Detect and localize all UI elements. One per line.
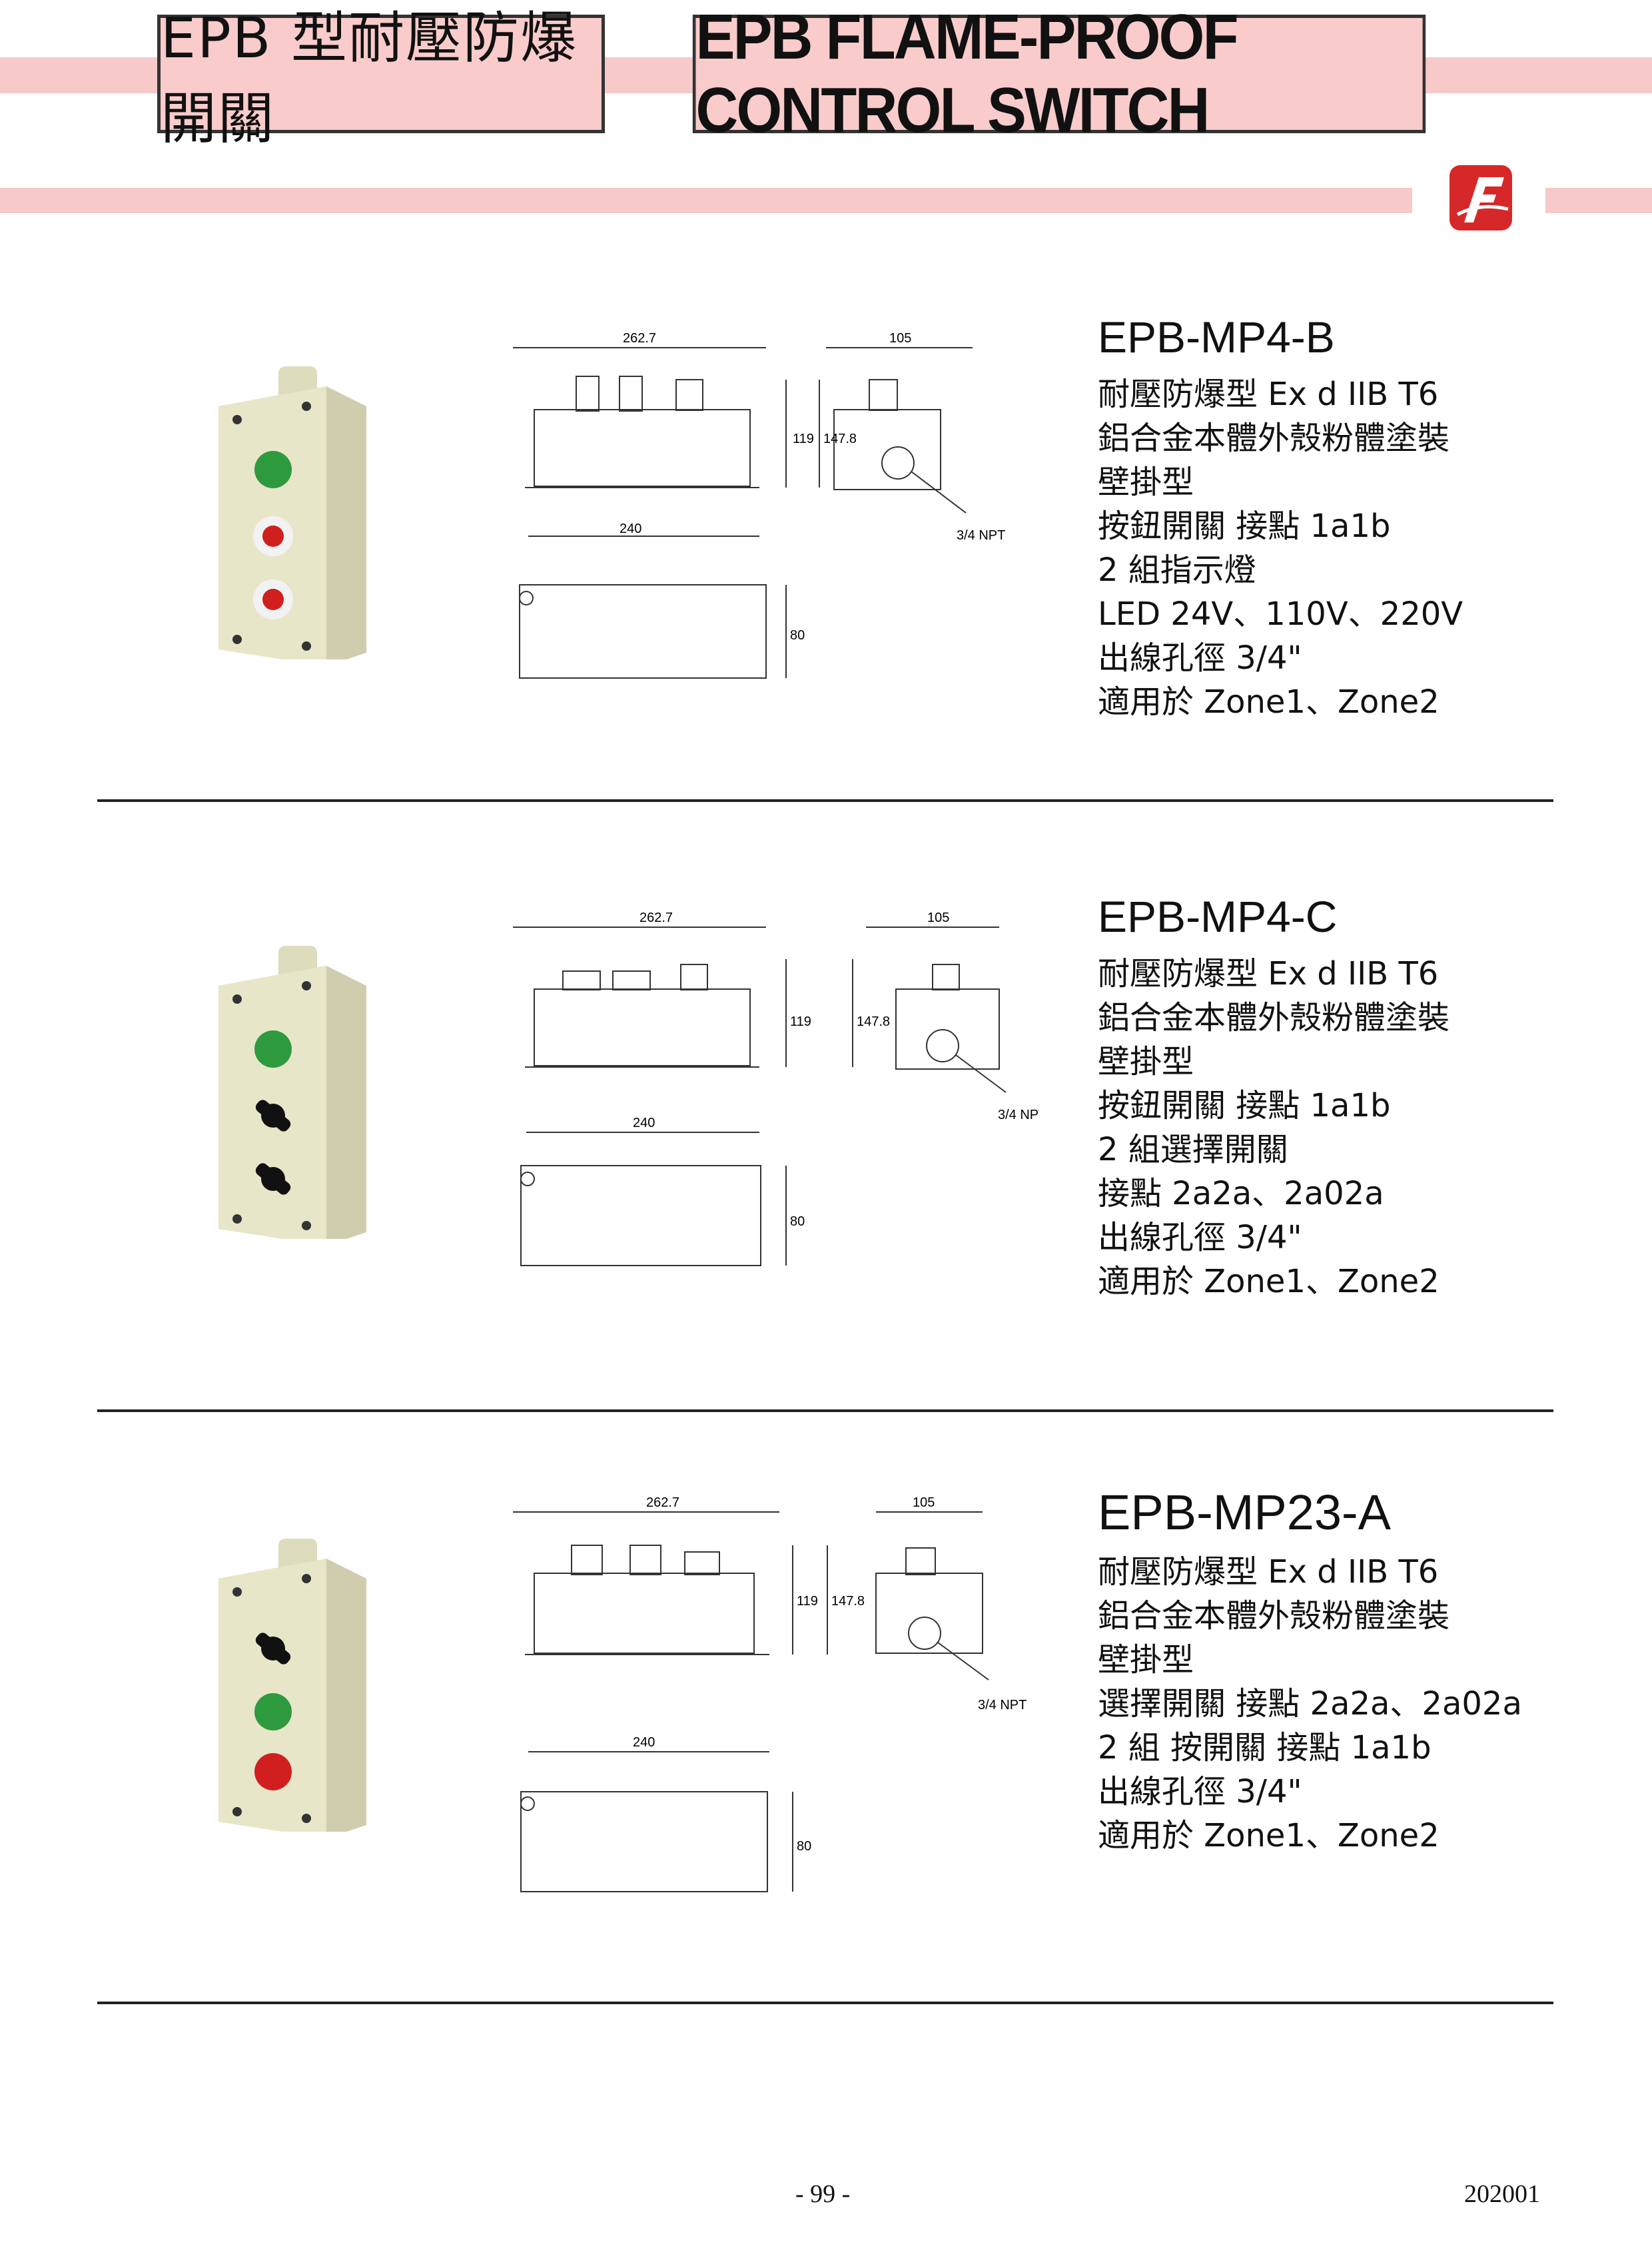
spec-block-3: EPB-MP23-A 耐壓防爆型 Ex d IIB T6 鋁合金本體外殼粉體塗裝… (1098, 1485, 1631, 1858)
spec-line: 耐壓防爆型 Ex d IIB T6 (1098, 1553, 1439, 1591)
spec-line: 耐壓防爆型 Ex d IIB T6 (1098, 375, 1439, 413)
product-section-1: 262.7 105 119 147.8 3/4 NPT 240 80 EPB-M… (0, 313, 1652, 899)
dim-thread: 3/4 NPT (978, 1698, 1027, 1712)
dim-depth: 105 (927, 911, 949, 925)
dim-depth: 105 (889, 331, 911, 346)
section-divider-3 (97, 2002, 1553, 2004)
spec-line: 鋁合金本體外殼粉體塗裝 (1098, 419, 1450, 457)
dimension-drawing-3: 262.7 105 119 147.8 3/4 NPT 240 80 (513, 1495, 1027, 1892)
spec-block-1: EPB-MP4-B 耐壓防爆型 Ex d IIB T6 鋁合金本體外殼粉體塗裝 … (1098, 313, 1631, 724)
dim-width: 80 (797, 1839, 811, 1854)
spec-line: 2 組指示燈 (1098, 551, 1256, 589)
header-band-bottom (0, 188, 1412, 213)
dimension-drawing-1: 262.7 105 119 147.8 3/4 NPT 240 80 (513, 331, 1005, 679)
dim-depth: 105 (913, 1495, 935, 1510)
page-number: - 99 - (795, 2180, 851, 2208)
section-divider-2 (97, 1409, 1553, 1412)
title-english: EPB FLAME-PROOF CONTROL SWITCH (692, 1, 1426, 146)
dim-height: 147.8 (823, 432, 857, 446)
product-photo-3 (218, 1539, 366, 1832)
dim-base: 240 (620, 522, 641, 536)
dim-base: 240 (633, 1735, 655, 1750)
selector-switch-icon (255, 1633, 291, 1665)
product-section-3: 262.7 105 119 147.8 3/4 NPT 240 80 EPB-M… (0, 1485, 1652, 2071)
spec-line: 鋁合金本體外殼粉體塗裝 (1098, 1597, 1450, 1635)
spec-line: 按鈕開關 接點 1a1b (1098, 1086, 1391, 1124)
spec-line: 壁掛型 (1098, 1042, 1194, 1080)
model-name: EPB-MP4-B (1098, 312, 1335, 362)
green-lamp-icon (254, 1693, 292, 1730)
dim-base: 240 (633, 1116, 655, 1130)
selector-switch-icon (255, 1100, 291, 1132)
spec-line: 接點 2a2a、2a02a (1098, 1174, 1384, 1212)
document-code: 202001 (1464, 2180, 1540, 2208)
product-section-2: 262.7 105 119 147.8 3/4 NPT 240 80 EPB-M… (0, 893, 1652, 1479)
spec-line: 出線孔徑 3/4" (1098, 1218, 1302, 1256)
dim-thread: 3/4 NPT (957, 528, 1005, 543)
dim-body: 119 (797, 1594, 818, 1609)
spec-line: LED 24V、110V、220V (1098, 595, 1463, 633)
dim-length: 262.7 (639, 911, 673, 925)
dim-length: 262.7 (646, 1495, 679, 1510)
spec-line: 2 組 按開關 接點 1a1b (1098, 1729, 1432, 1767)
dim-length: 262.7 (623, 331, 656, 346)
spec-line: 適用於 Zone1、Zone2 (1098, 1817, 1440, 1855)
dimension-drawing-2: 262.7 105 119 147.8 3/4 NPT 240 80 (513, 911, 1039, 1266)
spec-block-2: EPB-MP4-C 耐壓防爆型 Ex d IIB T6 鋁合金本體外殼粉體塗裝 … (1098, 893, 1631, 1304)
title-chinese: EPB 型耐壓防爆開關 (157, 5, 605, 151)
spec-line: 適用於 Zone1、Zone2 (1098, 683, 1440, 721)
product-photo-2 (218, 946, 366, 1239)
spec-line: 出線孔徑 3/4" (1098, 1773, 1302, 1811)
dim-body: 119 (793, 432, 814, 446)
green-lamp-icon (254, 451, 292, 488)
spec-list: 耐壓防爆型 Ex d IIB T6 鋁合金本體外殼粉體塗裝 壁掛型 按鈕開關 接… (1098, 372, 1631, 724)
product-photo-1 (218, 366, 366, 659)
spec-line: 2 組選擇開關 (1098, 1130, 1288, 1168)
model-name: EPB-MP4-C (1098, 892, 1338, 941)
header-band-right (1545, 188, 1652, 213)
red-button-icon (262, 526, 284, 547)
brand-f-logo-icon (1449, 165, 1512, 230)
spec-line: 選擇開關 接點 2a2a、2a02a (1098, 1685, 1522, 1723)
dim-height: 147.8 (857, 1014, 890, 1029)
spec-list: 耐壓防爆型 Ex d IIB T6 鋁合金本體外殼粉體塗裝 壁掛型 按鈕開關 接… (1098, 952, 1631, 1304)
spec-line: 壁掛型 (1098, 463, 1194, 501)
section-divider-1 (97, 799, 1553, 802)
spec-list: 耐壓防爆型 Ex d IIB T6 鋁合金本體外殼粉體塗裝 壁掛型 選擇開關 接… (1098, 1550, 1631, 1858)
spec-line: 鋁合金本體外殼粉體塗裝 (1098, 998, 1450, 1036)
red-lamp-icon (254, 1753, 292, 1790)
dim-body: 119 (790, 1014, 811, 1029)
spec-line: 耐壓防爆型 Ex d IIB T6 (1098, 954, 1439, 992)
model-name: EPB-MP23-A (1098, 1485, 1392, 1540)
dim-width: 80 (790, 1214, 805, 1229)
dim-width: 80 (790, 628, 805, 643)
spec-line: 適用於 Zone1、Zone2 (1098, 1262, 1440, 1300)
spec-line: 壁掛型 (1098, 1641, 1194, 1679)
green-lamp-icon (254, 1030, 292, 1068)
spec-line: 按鈕開關 接點 1a1b (1098, 507, 1391, 545)
dim-height: 147.8 (831, 1594, 865, 1609)
dim-thread: 3/4 NPT (998, 1108, 1039, 1122)
spec-line: 出線孔徑 3/4" (1098, 639, 1302, 677)
